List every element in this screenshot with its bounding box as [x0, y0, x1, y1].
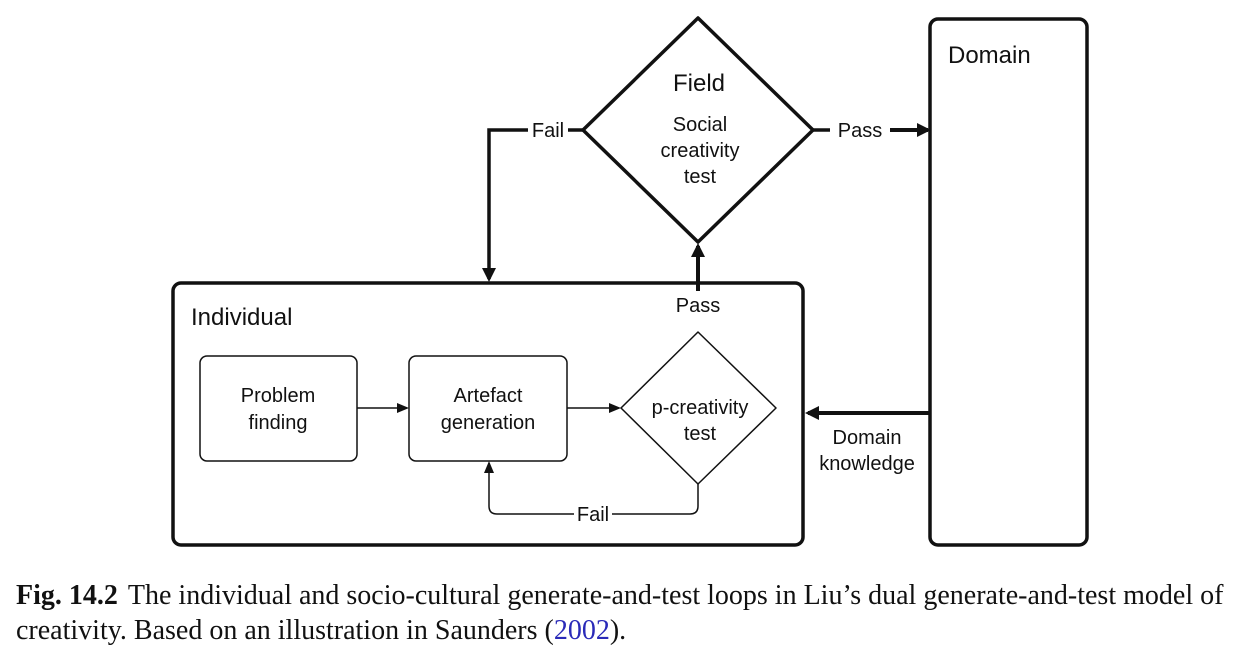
artefact-generation-line1: Artefact: [454, 385, 523, 407]
field-title: Field: [673, 70, 725, 97]
field-text-line2: creativity: [661, 140, 740, 162]
domain-box-label: Domain: [948, 42, 1031, 69]
domain-knowledge-line2: knowledge: [819, 453, 915, 475]
field-text-line3: test: [684, 166, 717, 188]
p-creativity-line1: p-creativity: [652, 397, 749, 419]
problem-finding-line1: Problem: [241, 385, 315, 407]
artefact-generation-line2: generation: [441, 412, 536, 434]
problem-finding-line2: finding: [249, 412, 308, 434]
caption-text-end: ).: [609, 615, 627, 646]
citation-link[interactable]: 2002: [553, 615, 610, 646]
creativity-model-diagram: Domain Individual Field Social creativit…: [171, 16, 1089, 547]
problem-finding-box: [199, 355, 358, 462]
p-creativity-pass-label: Pass: [676, 295, 720, 317]
caption-text: The individual and socio-cultural genera…: [16, 580, 1224, 646]
field-pass-label: Pass: [838, 120, 882, 142]
field-fail-label: Fail: [532, 120, 564, 142]
field-text-line1: Social: [673, 114, 727, 136]
domain-box: [928, 17, 1089, 547]
field-diamond: [581, 16, 815, 244]
individual-box: [171, 281, 805, 547]
artefact-generation-box: [408, 355, 568, 462]
p-creativity-line2: test: [684, 423, 717, 445]
p-creativity-fail-line-right: [612, 484, 699, 515]
domain-knowledge-line1: Domain: [833, 427, 902, 449]
field-fail-arrow: [482, 128, 528, 282]
p-creativity-fail-label: Fail: [577, 504, 609, 526]
p-creativity-fail-arrow: [484, 461, 574, 515]
figure-number: Fig. 14.2: [16, 580, 118, 611]
individual-box-label: Individual: [191, 304, 292, 331]
